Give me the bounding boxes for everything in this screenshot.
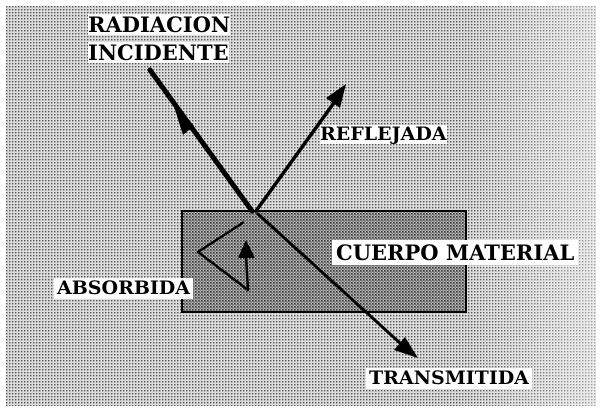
incident-label-line1: RADIACION [88, 12, 231, 37]
reflected-ray [254, 98, 338, 213]
transmitted-ray [256, 212, 402, 345]
background-fade [6, 6, 596, 406]
incident-ray [147, 67, 255, 214]
absorbed-arrowhead [238, 240, 255, 258]
absorbed-path [196, 220, 250, 292]
transmitted-label: TRANSMITIDA [366, 368, 532, 389]
transmitted-arrowhead [394, 337, 418, 358]
incident-label-line2: INCIDENTE [88, 40, 229, 65]
absorbed-label: ABSORBIDA [54, 278, 194, 299]
reflected-label: REFLEJADA [320, 123, 447, 145]
incident-arrowhead [172, 100, 194, 135]
reflected-arrowhead [326, 84, 346, 108]
body-label: CUERPO MATERIAL [332, 240, 579, 265]
